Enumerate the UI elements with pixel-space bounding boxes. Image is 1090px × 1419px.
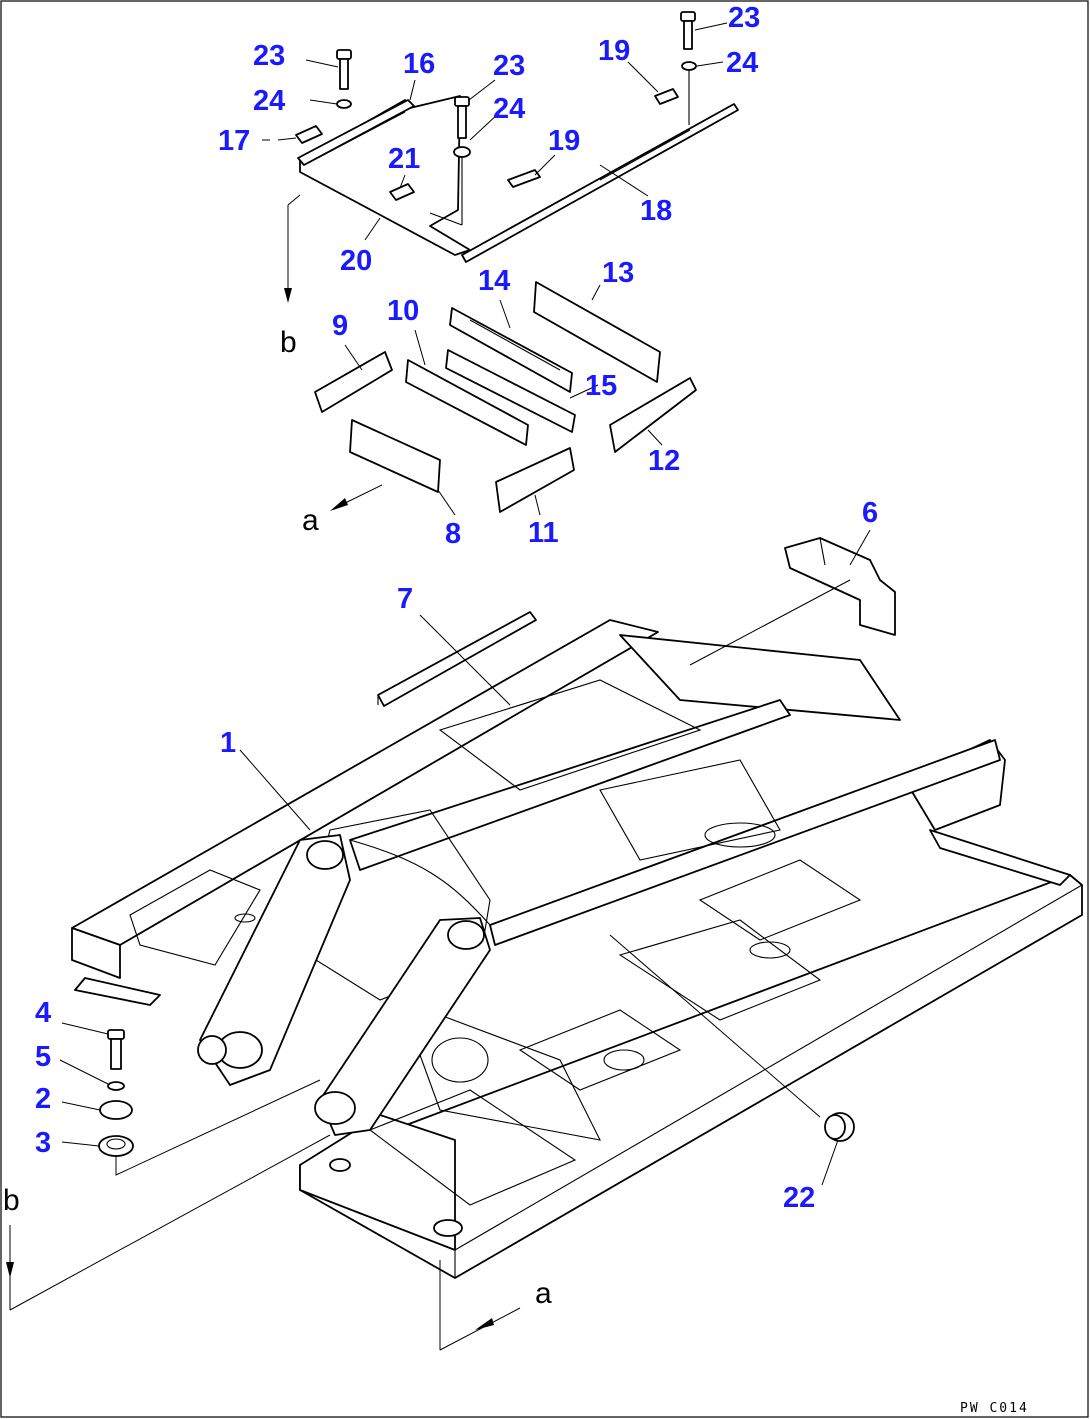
callout-3: 3 <box>35 1127 51 1159</box>
callout-12: 12 <box>648 445 680 477</box>
callout-23-middle: 23 <box>493 50 525 82</box>
view-marker-b-upper: b <box>280 326 297 359</box>
callout-21: 21 <box>388 143 420 175</box>
pad-9 <box>314 351 393 413</box>
washer-5 <box>107 1081 125 1091</box>
callout-24-right: 24 <box>726 47 758 79</box>
bolt-23-left <box>336 49 352 109</box>
pad-10 <box>405 359 529 446</box>
bracket-17 <box>295 125 323 144</box>
pad-12 <box>609 377 697 453</box>
pad-8 <box>349 419 441 493</box>
callout-24-left: 24 <box>253 85 285 117</box>
pad-11 <box>495 447 575 513</box>
pad-14 <box>449 307 573 393</box>
callout-13: 13 <box>602 257 634 289</box>
callout-19-top: 19 <box>598 35 630 67</box>
cap-2 <box>99 1100 133 1120</box>
callout-9: 9 <box>332 310 348 342</box>
callout-18: 18 <box>640 195 672 227</box>
ring-3 <box>98 1135 134 1157</box>
callout-24-middle: 24 <box>493 93 525 125</box>
callout-2: 2 <box>35 1083 51 1115</box>
callouts: 23 16 23 19 23 24 24 24 17 21 19 18 20 1… <box>35 2 878 1214</box>
callout-10: 10 <box>387 295 419 327</box>
bolt-23-middle <box>429 96 471 226</box>
callout-23-right: 23 <box>728 2 760 34</box>
cover-strip-18 <box>461 103 739 263</box>
callout-22: 22 <box>783 1182 815 1214</box>
leader-lines <box>6 22 871 1351</box>
callout-16: 16 <box>403 48 435 80</box>
drawing-code: PW C014 <box>960 1401 1029 1416</box>
callout-15: 15 <box>585 370 617 402</box>
callout-5: 5 <box>35 1041 51 1073</box>
cover-strip-16 <box>297 99 415 166</box>
callout-14: 14 <box>478 265 510 297</box>
bracket-19-a <box>507 169 541 188</box>
bolt-23-right <box>680 11 697 125</box>
callout-7: 7 <box>397 583 413 615</box>
callout-23-left: 23 <box>253 40 285 72</box>
bracket-19-b <box>654 88 679 105</box>
plug-22 <box>824 1112 855 1142</box>
callout-6: 6 <box>862 497 878 529</box>
bar-7 <box>377 611 537 707</box>
pad-15 <box>445 349 576 433</box>
callout-17: 17 <box>218 125 250 157</box>
callout-20: 20 <box>340 245 372 277</box>
view-marker-a-upper: a <box>302 504 319 537</box>
view-marker-a-lower: a <box>535 1277 552 1310</box>
pad-13 <box>533 281 661 383</box>
callout-19-middle: 19 <box>548 125 580 157</box>
main-frame-1 <box>71 619 1083 1279</box>
bolt-4 <box>107 1029 125 1070</box>
callout-4: 4 <box>35 997 51 1029</box>
view-marker-b-lower: b <box>3 1184 20 1217</box>
callout-11: 11 <box>528 517 559 549</box>
block-6 <box>784 537 896 636</box>
callout-8: 8 <box>445 518 461 550</box>
callout-1: 1 <box>220 727 236 759</box>
